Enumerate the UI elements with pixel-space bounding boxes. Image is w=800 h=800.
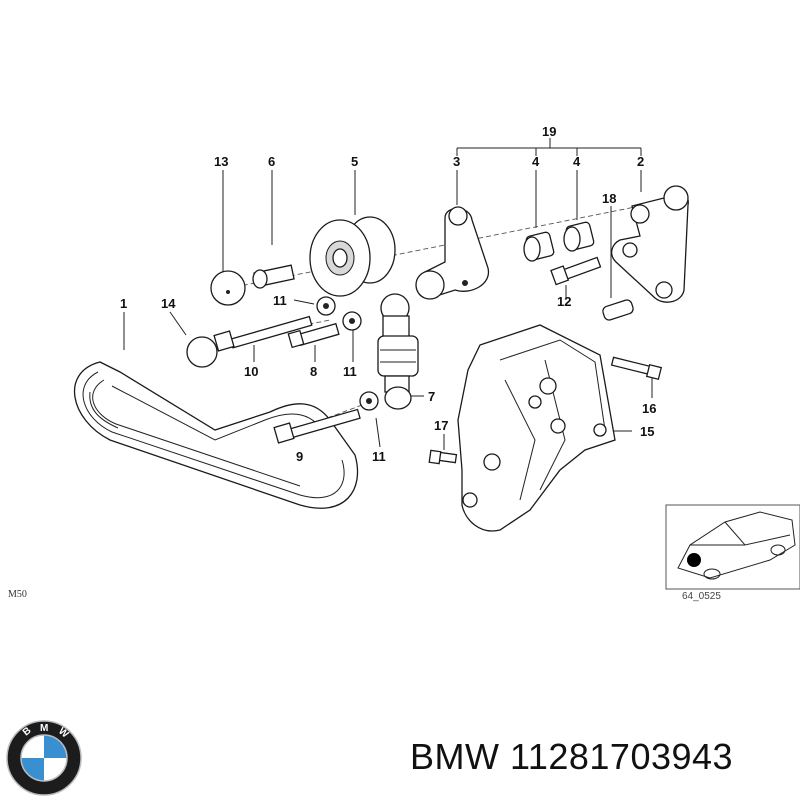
bolt-6 xyxy=(252,264,295,289)
callout-3: 3 xyxy=(453,154,460,169)
bolt-9 xyxy=(273,408,361,444)
callout-15: 15 xyxy=(640,424,654,439)
callout-5: 5 xyxy=(351,154,358,169)
bolt-17 xyxy=(428,449,458,465)
callout-13: 13 xyxy=(214,154,228,169)
callout-18: 18 xyxy=(602,191,616,206)
callout-11a: 11 xyxy=(273,293,287,308)
cap-14 xyxy=(186,336,218,368)
locator-inset xyxy=(665,504,800,590)
callout-14: 14 xyxy=(161,296,176,311)
callout-labels: 19 13 6 5 3 4 4 2 18 1 14 11 12 10 8 11 … xyxy=(120,124,656,464)
callout-6: 6 xyxy=(268,154,275,169)
callout-16: 16 xyxy=(642,401,656,416)
callout-4b: 4 xyxy=(573,154,581,169)
callout-17: 17 xyxy=(434,418,448,433)
callout-11c: 11 xyxy=(372,449,386,464)
svg-text:M: M xyxy=(40,723,48,734)
bolt-12 xyxy=(550,256,602,286)
callout-9: 9 xyxy=(296,449,303,464)
damper-7 xyxy=(377,293,419,410)
cover-13 xyxy=(210,270,246,306)
bracket-2 xyxy=(610,185,689,303)
sleeve-18 xyxy=(602,299,634,321)
bolt-8 xyxy=(287,322,340,349)
engine-code: M50 xyxy=(8,589,27,600)
callout-11b: 11 xyxy=(343,364,357,379)
callout-7: 7 xyxy=(428,389,435,404)
part-number-caption: BMW 11281703943 xyxy=(410,736,734,777)
callout-10: 10 xyxy=(244,364,258,379)
bushings-4 xyxy=(523,221,595,262)
callout-1: 1 xyxy=(120,296,127,311)
callout-12: 12 xyxy=(557,294,571,309)
callout-4a: 4 xyxy=(532,154,540,169)
callout-2: 2 xyxy=(637,154,644,169)
washers-11 xyxy=(316,296,379,411)
bolt-10 xyxy=(213,315,313,352)
main-bracket-15 xyxy=(457,324,616,532)
tensioner-arm-3 xyxy=(415,206,489,300)
callout-bracket-19 xyxy=(456,138,642,156)
tensioner-pulley-5 xyxy=(309,216,396,297)
diagram-reference: 64_0525 xyxy=(682,591,721,602)
drive-belt xyxy=(73,361,359,509)
callout-8: 8 xyxy=(310,364,317,379)
engine-location-marker-icon xyxy=(687,553,701,567)
callout-19: 19 xyxy=(542,124,556,139)
bmw-roundel-icon: B M W xyxy=(6,720,82,796)
bolt-16 xyxy=(610,356,663,381)
